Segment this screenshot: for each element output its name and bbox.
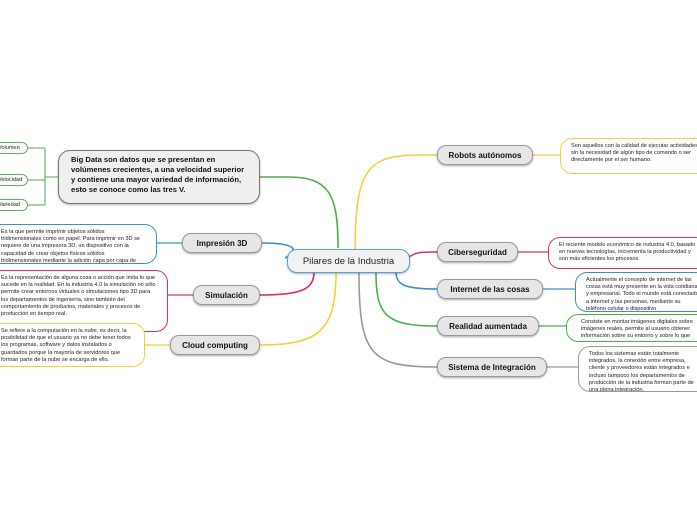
- connector-bigdata-items: [28, 147, 58, 206]
- desc-impresion-3d: Es la que permite imprimir objetos sólid…: [0, 224, 157, 264]
- connector-simulacion: [259, 271, 315, 296]
- topic-internet-de-las-cosas[interactable]: Internet de las cosas: [437, 279, 543, 299]
- connector-integracion: [358, 271, 438, 368]
- topic-big-data[interactable]: Big Data son datos que se presentan en v…: [58, 150, 260, 204]
- desc-ciberseguridad: El reciente modelo económico de industri…: [548, 237, 697, 269]
- topic-impresion-3d[interactable]: Impresión 3D: [182, 233, 262, 253]
- desc-sistema-de-integracion: Todos los sistemas están totalmente inte…: [578, 346, 697, 392]
- bigdata-item-variedad: Variedad: [0, 199, 28, 211]
- central-topic[interactable]: Pilares de la Industria: [287, 249, 410, 273]
- topic-robots-autonomos[interactable]: Robots autónomos: [437, 145, 533, 165]
- connector-ra: [375, 271, 438, 327]
- desc-simulacion: Es la representación de alguna cosa o ac…: [0, 270, 168, 332]
- bigdata-item-velocidad: Velocidad: [0, 174, 28, 186]
- connector-robots: [354, 154, 437, 259]
- connector-bigdata: [260, 176, 339, 249]
- desc-realidad-aumentada: Consiste en montar imágenes digitales so…: [566, 314, 697, 342]
- desc-internet-de-las-cosas: Actualmente el concepto de internet de l…: [575, 272, 697, 312]
- connector-ciber: [407, 251, 438, 259]
- topic-simulacion[interactable]: Simulación: [193, 285, 260, 305]
- topic-ciberseguridad[interactable]: Ciberseguridad: [437, 242, 518, 262]
- desc-robots-autonomos: Son aquellos con la calidad de ejecutar …: [560, 138, 697, 174]
- topic-sistema-de-integracion[interactable]: Sistema de Integración: [437, 357, 547, 377]
- connector-cloud: [259, 271, 337, 346]
- desc-cloud-computing: Se refiere a la computación en la nube, …: [0, 323, 145, 367]
- connector-iot: [395, 271, 438, 290]
- topic-realidad-aumentada[interactable]: Realidad aumentada: [437, 316, 539, 336]
- topic-cloud-computing[interactable]: Cloud computing: [170, 335, 260, 355]
- bigdata-item-volumen: Volumen: [0, 142, 28, 154]
